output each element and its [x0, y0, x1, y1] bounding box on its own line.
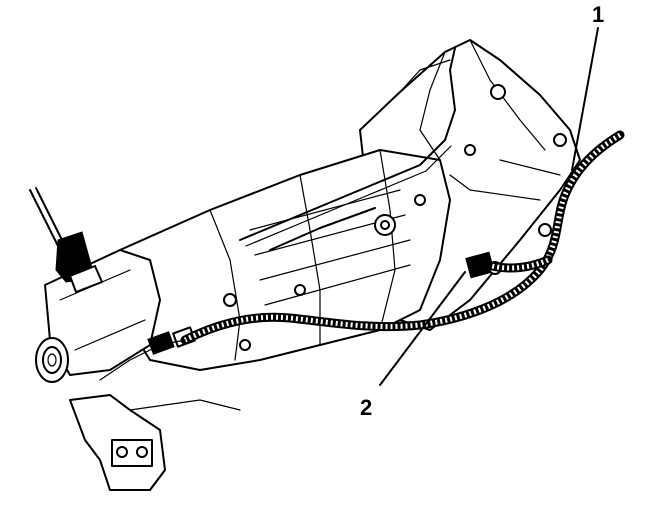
callout-2-label: 2	[360, 395, 372, 420]
shift-lever	[29, 187, 103, 293]
mount-bracket	[69, 394, 241, 491]
wire-branches	[99, 159, 561, 381]
callout-2-leader	[379, 271, 466, 386]
callout-2: 2	[360, 271, 466, 420]
shift-rail-tube	[239, 47, 456, 251]
callout-1-label: 1	[592, 2, 604, 27]
output-seal	[35, 337, 69, 383]
wiring-harness	[180, 130, 625, 345]
callout-1-leader	[571, 27, 599, 171]
callout-1: 1	[571, 2, 604, 171]
